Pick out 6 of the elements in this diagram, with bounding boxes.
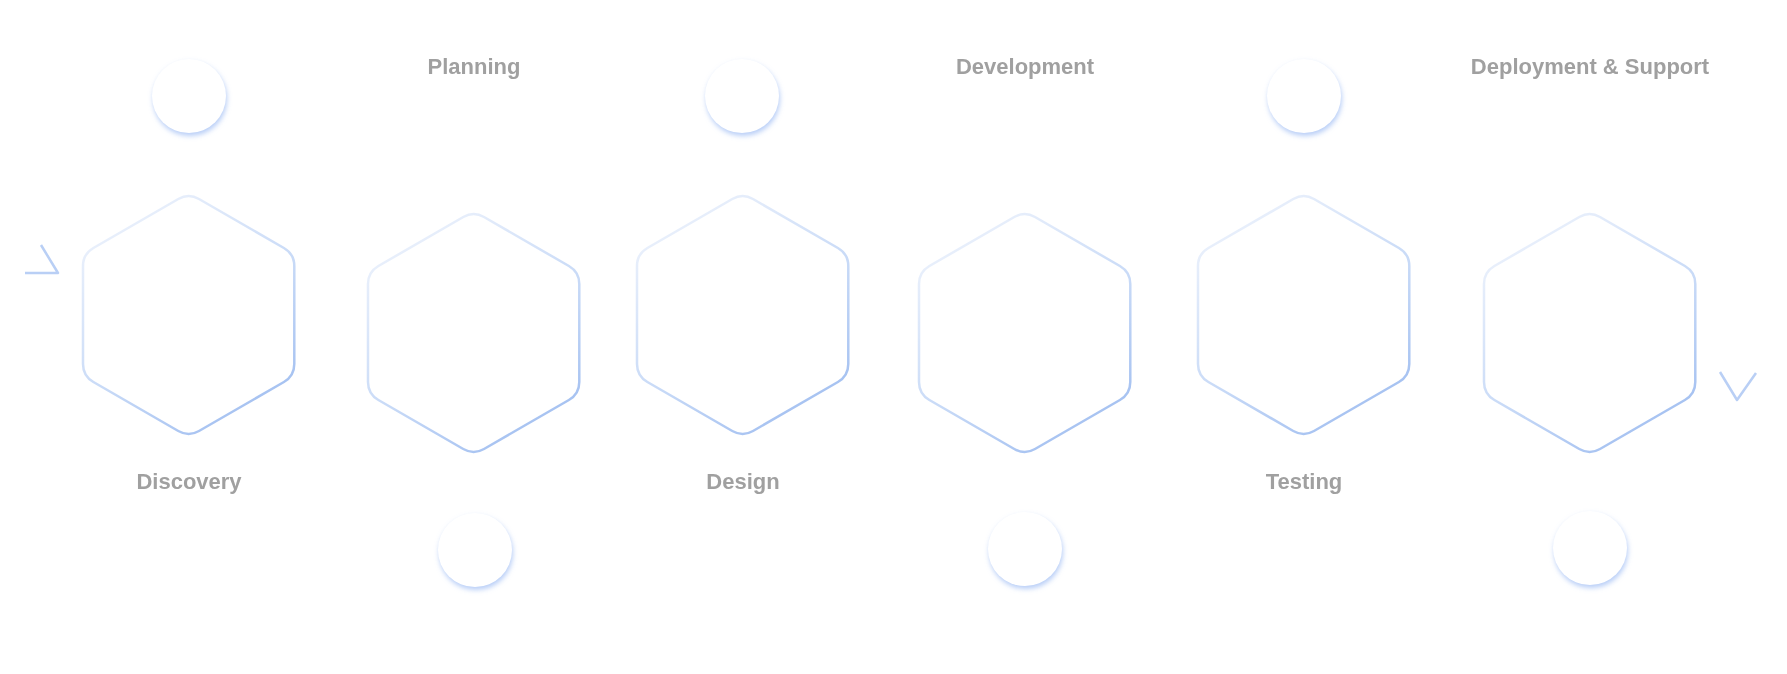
step-label: Development [955, 52, 1095, 81]
step-label: Testing [1265, 467, 1343, 496]
step-label: Design [706, 467, 780, 496]
step-label: Planning [427, 52, 521, 81]
step-label: Discovery [136, 467, 242, 496]
step-label: Deployment & Support [1470, 52, 1710, 81]
